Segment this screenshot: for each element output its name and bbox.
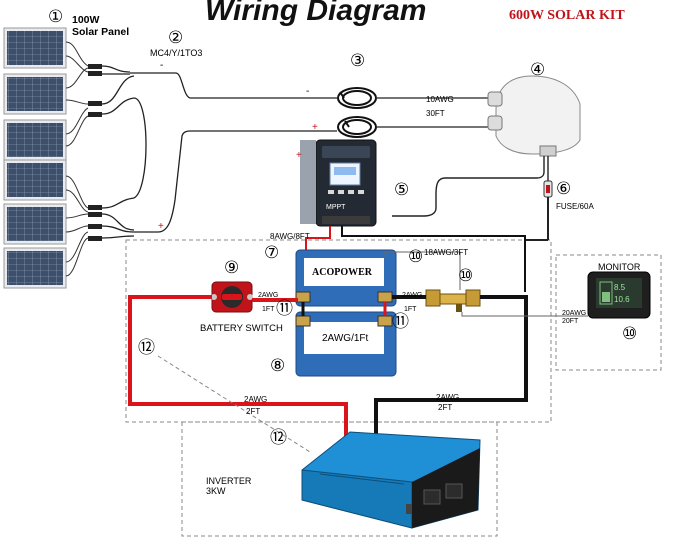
mc4-minus-sign: - <box>160 60 164 71</box>
monitor-boundary <box>555 254 662 371</box>
wires-to-entry-housing <box>376 97 494 128</box>
wire-8awg-label: 8AWG/8FT <box>270 232 310 241</box>
wire-2ft-positive-label: 2FT <box>246 407 261 416</box>
marker-11-left: ⑪ <box>276 299 293 319</box>
solar-panel <box>3 27 67 69</box>
marker-2: ② <box>168 28 184 48</box>
remote-dashed-link <box>157 355 311 453</box>
wire-2awg-negative-label: 2AWG <box>436 393 460 402</box>
dashed-boundaries <box>125 239 662 537</box>
marker-5: ⑤ <box>394 180 410 200</box>
marker-10-sense: ⑩ <box>408 247 424 267</box>
controller-battery-wires <box>305 226 526 292</box>
mc4-label: MC4/Y/1TO3 <box>150 48 203 58</box>
battery-monitor <box>587 271 651 319</box>
marker-10-shunt: ⑩ <box>458 266 474 286</box>
solar-panel-label: 100W Solar Panel <box>72 14 130 39</box>
monitor-value-b: 10.6 <box>614 295 630 304</box>
inverter-boundary <box>181 421 498 537</box>
solar-panels <box>3 27 67 289</box>
wire-1ft-switch-label: 1FT <box>262 306 275 313</box>
battery-brand-label: ACOPOWER <box>312 267 372 278</box>
housing-output-wires <box>392 156 549 217</box>
monitor-value-a: 8.5 <box>614 283 626 292</box>
charge-controller <box>300 139 377 227</box>
inverter-unit <box>301 431 481 529</box>
battery-bank <box>295 249 397 377</box>
panel-leads <box>65 41 89 277</box>
solar-panel <box>3 159 67 201</box>
negative-main-cables <box>374 295 528 436</box>
marker-6: ⑥ <box>556 179 572 199</box>
wire-20ft-label: 20FT <box>562 318 579 325</box>
wire-2awg-shunt-label: 2AWG <box>402 292 423 299</box>
wire-10awg-label: 10AWG <box>426 95 454 104</box>
marker-7: ⑦ <box>264 243 280 263</box>
monitor-label: MONITOR <box>598 262 641 272</box>
marker-12-inverter: ⑫ <box>270 428 287 448</box>
solar-panel <box>3 247 67 289</box>
battery-switch <box>211 281 253 313</box>
mc4-plus-sign: + <box>158 221 164 232</box>
inline-fuse <box>525 176 553 241</box>
shunt <box>425 289 481 312</box>
marker-12-remote: ⑫ <box>138 338 155 358</box>
marker-3: ③ <box>350 51 366 71</box>
marker-11-right: ⑪ <box>392 312 409 332</box>
cable-coils <box>337 87 377 138</box>
solar-panel <box>3 73 67 115</box>
fuse-label: FUSE/60A <box>556 202 594 211</box>
controller-plus-sign: + <box>296 150 302 161</box>
solar-panel <box>3 203 67 245</box>
battery-cable-label: 2AWG/1Ft <box>322 333 369 344</box>
battery-switch-label: BATTERY SWITCH <box>200 323 283 334</box>
battery-bank-boundary <box>125 239 552 423</box>
wire-2awg-positive-label: 2AWG <box>244 395 268 404</box>
inverter-label: INVERTER 3KW <box>206 476 252 497</box>
cable-entry-housing <box>487 75 581 157</box>
signal-wires <box>384 251 588 317</box>
marker-8: ⑧ <box>270 356 286 376</box>
wire-18awg-label: 18AWG/3FT <box>424 248 469 257</box>
marker-1: ① <box>48 7 64 27</box>
positive-main-cables <box>128 295 348 440</box>
wire-1ft-shunt-label: 1FT <box>404 306 417 313</box>
wire-20awg-label: 20AWG <box>562 310 587 317</box>
diagram-title: Wiring Diagram <box>205 0 427 27</box>
wire-2ft-negative-label: 2FT <box>438 403 453 412</box>
marker-9: ⑨ <box>224 258 240 278</box>
marker-10-monitor: ⑩ <box>622 324 638 344</box>
mc4-y-connectors <box>88 64 102 241</box>
solar-panel <box>3 119 67 161</box>
wire-2awg-switch-label: 2AWG <box>258 292 279 299</box>
y-branch-cables <box>101 65 337 239</box>
coil-minus-sign: - <box>306 86 310 97</box>
marker-4: ④ <box>530 60 546 80</box>
controller-mppt-label: MPPT <box>326 204 346 211</box>
kit-label: 600W SOLAR KIT <box>509 8 625 23</box>
wire-30ft-label: 30FT <box>426 109 445 118</box>
coil-plus-sign: + <box>312 122 318 133</box>
